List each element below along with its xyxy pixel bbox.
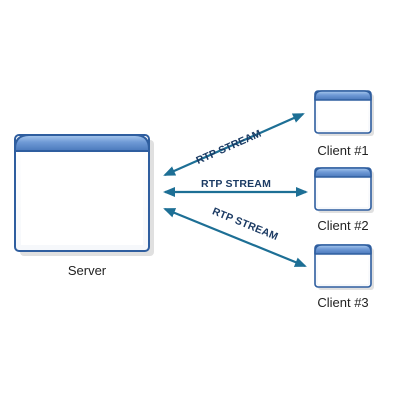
window-icon xyxy=(314,90,374,136)
client-label-1: Client #1 xyxy=(317,143,368,158)
window-icon xyxy=(314,244,374,290)
stream-1: RTP STREAM xyxy=(163,112,305,177)
server-label: Server xyxy=(68,263,107,278)
stream-2: RTP STREAM xyxy=(163,178,308,197)
server-node: Server xyxy=(14,134,154,278)
stream-label-1: RTP STREAM xyxy=(194,128,263,167)
stream-3: RTP STREAM xyxy=(163,205,307,268)
window-icon xyxy=(14,134,154,256)
client-label-2: Client #2 xyxy=(317,218,368,233)
window-icon xyxy=(314,167,374,213)
double-arrow-icon xyxy=(163,112,305,177)
double-arrow-icon xyxy=(163,207,307,268)
client-node-2: Client #2 xyxy=(314,167,374,233)
client-label-3: Client #3 xyxy=(317,295,368,310)
client-node-1: Client #1 xyxy=(314,90,374,158)
client-node-3: Client #3 xyxy=(314,244,374,310)
stream-label-2: RTP STREAM xyxy=(201,178,271,190)
stream-label-3: RTP STREAM xyxy=(210,205,279,243)
